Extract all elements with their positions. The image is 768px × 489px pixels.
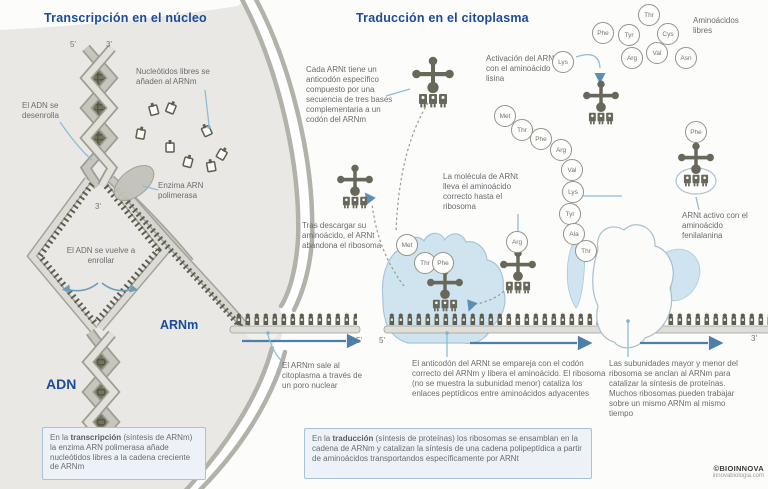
annotation-dna-rewind: El ADN se vuelve a enrollar (66, 246, 136, 265)
label-3prime-end: 3' (751, 334, 757, 343)
label-free-aminoacids: Aminoácidos libres (693, 16, 739, 35)
trna-icon-activation (583, 80, 619, 125)
amino-acid-cys-free: Cys (657, 23, 679, 45)
annotation-active-trna: ARNt activo con el aminoácido fenilalani… (682, 211, 748, 240)
amino-acid-tyr-free: Tyr (618, 24, 640, 46)
dna-helix-top (79, 44, 119, 189)
credit-site: innovabiologia.com (712, 473, 764, 479)
nucleus (0, 0, 301, 489)
label-3prime-top: 3' (106, 40, 112, 49)
amino-acid-thr-free: Thr (638, 4, 660, 26)
annotation-delivery: La molécula de ARNt lleva el aminoácido … (443, 172, 519, 211)
amino-acid-ribo-met: Met (396, 234, 418, 256)
rewind-arrows (69, 282, 131, 292)
caption-transcription-pre: En la (50, 433, 71, 442)
amino-acid-arg-free: Arg (621, 47, 643, 69)
annotation-anticodon: Cada ARNt tiene un anticodón específico … (306, 65, 393, 124)
transcription-bubble (26, 177, 172, 333)
nuclear-membrane (183, 0, 315, 489)
ribosome-both-subunits (566, 224, 701, 349)
trna-movement-paths (371, 102, 512, 305)
amino-acid-chain-thr2: Thr (575, 240, 597, 262)
trna-icon-delivery (500, 249, 536, 294)
trna-icon-demo (412, 56, 454, 108)
label-adn: ADN (46, 376, 77, 392)
leader-lines (59, 54, 700, 363)
annotation-unload: Tras descargar su aminoácido, el ARNt ab… (302, 221, 382, 250)
amino-acid-chain-met: Met (494, 105, 516, 127)
amino-acid-arg-delivery: Arg (506, 231, 528, 253)
label-5prime-seg2: 5' (379, 336, 385, 345)
amino-acid-chain-val: Val (561, 159, 583, 181)
amino-acid-chain-phe: Phe (530, 128, 552, 150)
amino-acid-chain-lys: Lys (562, 181, 584, 203)
amino-acid-ribo-thr: Thr (414, 252, 436, 274)
amino-acid-phe-free: Phe (592, 22, 614, 44)
amino-acid-lys-activation: Lys (552, 51, 574, 73)
caption-translation-post: (síntesis de proteínas) los ribosomas se… (312, 434, 582, 463)
amino-acid-ribo-phe: Phe (432, 252, 454, 274)
caption-transcription-keyword: transcripción (70, 433, 122, 442)
title-transcription: Transcripción en el núcleo (44, 11, 207, 25)
caption-translation-keyword: traducción (332, 434, 374, 443)
annotation-exit-pore: El ARNm sale al citoplasma a través de u… (282, 361, 363, 390)
annotation-pairing: El anticodón del ARNt se empareja con el… (412, 359, 606, 398)
caption-translation-pre: En la (312, 434, 333, 443)
amino-acid-asn-free: Asn (675, 47, 697, 69)
credit-block: ©BIOINNOVA innovabiologia.com (686, 464, 764, 479)
annotation-dna-unwind: El ADN se desenrolla (22, 101, 59, 120)
amino-acid-val-free: Val (646, 42, 668, 64)
title-translation: Traducción en el citoplasma (356, 11, 529, 25)
credit-name: ©BIOINNOVA (713, 464, 764, 473)
annotation-polymerase: Enzima ARN polimerasa (158, 181, 204, 200)
annotation-activation: Activación del ARNt con el aminoácido li… (486, 54, 557, 83)
label-5prime-top: 5' (70, 40, 76, 49)
mrna-strand-1 (229, 313, 361, 334)
annotation-subunits: Las subunidades mayor y menor del riboso… (609, 359, 738, 418)
caption-transcription: En la transcripción (síntesis de ARNm) l… (42, 427, 206, 480)
label-5prime-seg1: 5' (356, 336, 362, 345)
label-arnm: ARNm (160, 318, 199, 332)
amino-acid-chain-tyr: Tyr (559, 203, 581, 225)
mrna-strand-2 (383, 313, 768, 334)
label-3prime-mid: 3' (95, 202, 101, 211)
caption-transcription-post: (síntesis de ARNm) la enzima ARN polimer… (50, 433, 193, 472)
amino-acid-chain-ala: Ala (563, 223, 585, 245)
caption-translation: En la traducción (síntesis de proteínas)… (304, 428, 592, 479)
direction-arrows (242, 334, 723, 350)
amino-acid-phe-active: Phe (685, 121, 707, 143)
annotation-free-nucleotides: Nucleótidos libres se añaden al ARNm (136, 67, 210, 86)
amino-acid-chain-arg: Arg (550, 139, 572, 161)
rna-polymerase (113, 165, 155, 201)
